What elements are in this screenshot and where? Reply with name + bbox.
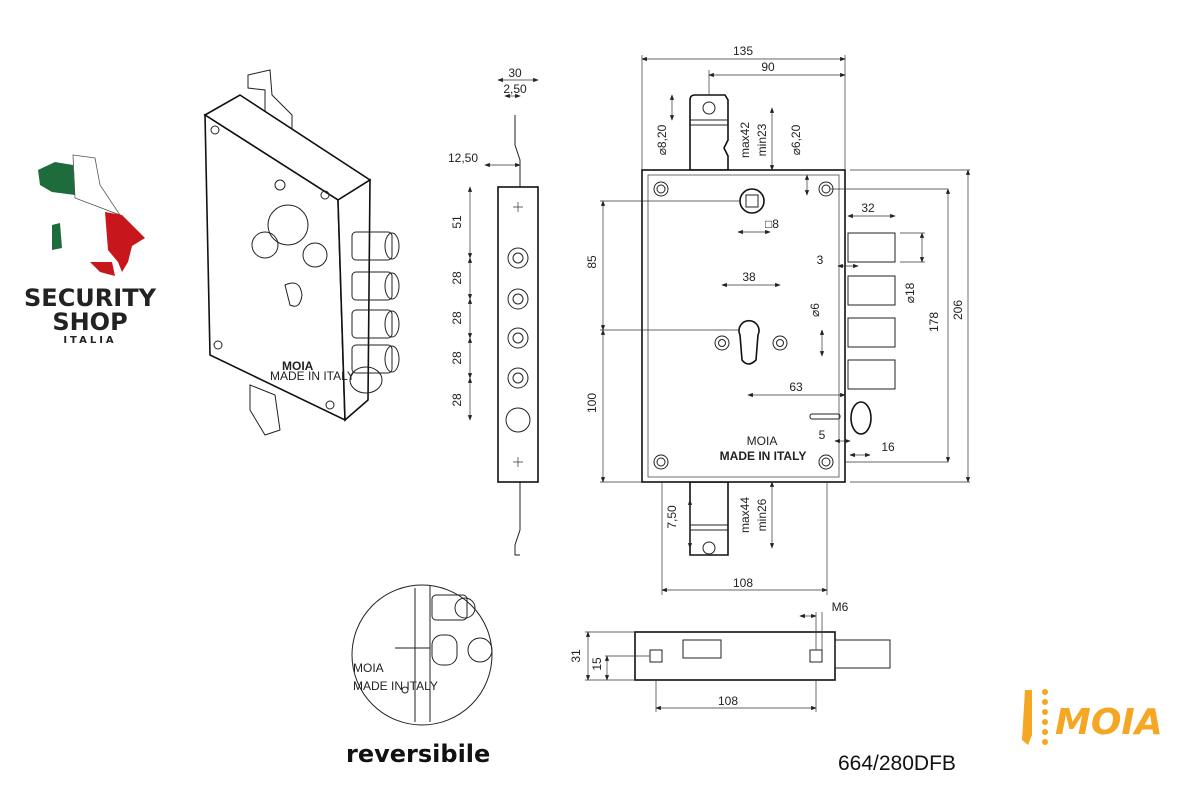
dim-135: 135	[733, 44, 753, 58]
dim-32: 32	[861, 201, 875, 215]
dim-screw-hole: ⌀6,20	[789, 124, 803, 155]
dim-100: 100	[585, 393, 599, 413]
dim-206: 206	[951, 300, 965, 320]
dim-85: 85	[585, 255, 599, 269]
lock-brand: MOIA	[747, 434, 778, 448]
dim-28: 28	[450, 351, 464, 365]
dim-28: 28	[450, 393, 464, 407]
dim-108: 108	[733, 576, 753, 590]
iso-lock-origin: MADE IN ITALY	[270, 369, 355, 383]
gear-icon	[267, 204, 309, 246]
dim-5: 5	[819, 428, 826, 442]
dim-31: 31	[569, 649, 583, 663]
dim-2-50: 2,50	[503, 82, 527, 96]
bottom-view: 31 15 108 M6	[569, 600, 891, 712]
model-number: 664/280DFB	[838, 752, 956, 775]
dim-min23: min23	[755, 123, 769, 156]
dim-3: 3	[817, 253, 824, 267]
moia-logo: MOIA	[1022, 689, 1163, 745]
inset-origin: MADE IN ITALY	[353, 679, 438, 693]
logo-line3: ITALIA	[63, 335, 116, 346]
italy-map-north	[38, 162, 75, 195]
dim-spindle: □8	[765, 217, 779, 231]
dim-90: 90	[761, 60, 775, 74]
dim-hole-top: ⌀8,20	[655, 124, 669, 155]
front-view: MOIA MADE IN ITALY	[585, 44, 971, 595]
dim-bolt-dia: ⌀18	[903, 282, 917, 303]
lock-origin: MADE IN ITALY	[720, 449, 807, 463]
cylinder-hole	[738, 319, 760, 365]
dim-7-50: 7,50	[665, 505, 679, 529]
dim-16: 16	[881, 440, 895, 454]
bolts	[847, 232, 896, 390]
dim-108-bottom: 108	[718, 694, 738, 708]
logo-line2: SHOP	[52, 308, 127, 336]
sicily	[90, 262, 115, 276]
dim-38: 38	[742, 270, 756, 284]
dim-15: 15	[590, 657, 604, 671]
dim-min26: min26	[755, 498, 769, 531]
dim-51: 51	[450, 215, 464, 229]
moia-logo-text: MOIA	[1055, 702, 1163, 743]
dim-max44: max44	[738, 497, 752, 533]
dim-30: 30	[508, 66, 522, 80]
logo-line1: SECURITY	[24, 284, 157, 312]
side-view: 30 2,50 12,50 51 28 28 28 28	[448, 66, 539, 556]
iso-lock-brand: MOIA	[282, 359, 314, 373]
isometric-lock-view: MOIA MADE IN ITALY	[203, 69, 400, 436]
dim-12-50: 12,50	[448, 151, 478, 165]
dim-max42: max42	[738, 122, 752, 158]
inset-brand: MOIA	[353, 661, 384, 675]
italy-map-center	[72, 154, 122, 216]
italy-map-south	[105, 212, 145, 272]
dim-28: 28	[450, 271, 464, 285]
reversible-caption: reversibile	[346, 740, 491, 768]
dim-63: 63	[789, 380, 803, 394]
dim-178: 178	[927, 312, 941, 332]
spindle-hole	[739, 188, 765, 214]
sardinia	[52, 223, 62, 250]
dim-28: 28	[450, 311, 464, 325]
latch	[850, 401, 872, 435]
dim-cyl-screw: ⌀6	[808, 303, 822, 317]
dim-m6: M6	[832, 600, 849, 614]
reversible-detail-inset: MOIA MADE IN ITALY	[351, 584, 493, 726]
security-shop-logo: SECURITY SHOP ITALIA	[24, 154, 157, 346]
